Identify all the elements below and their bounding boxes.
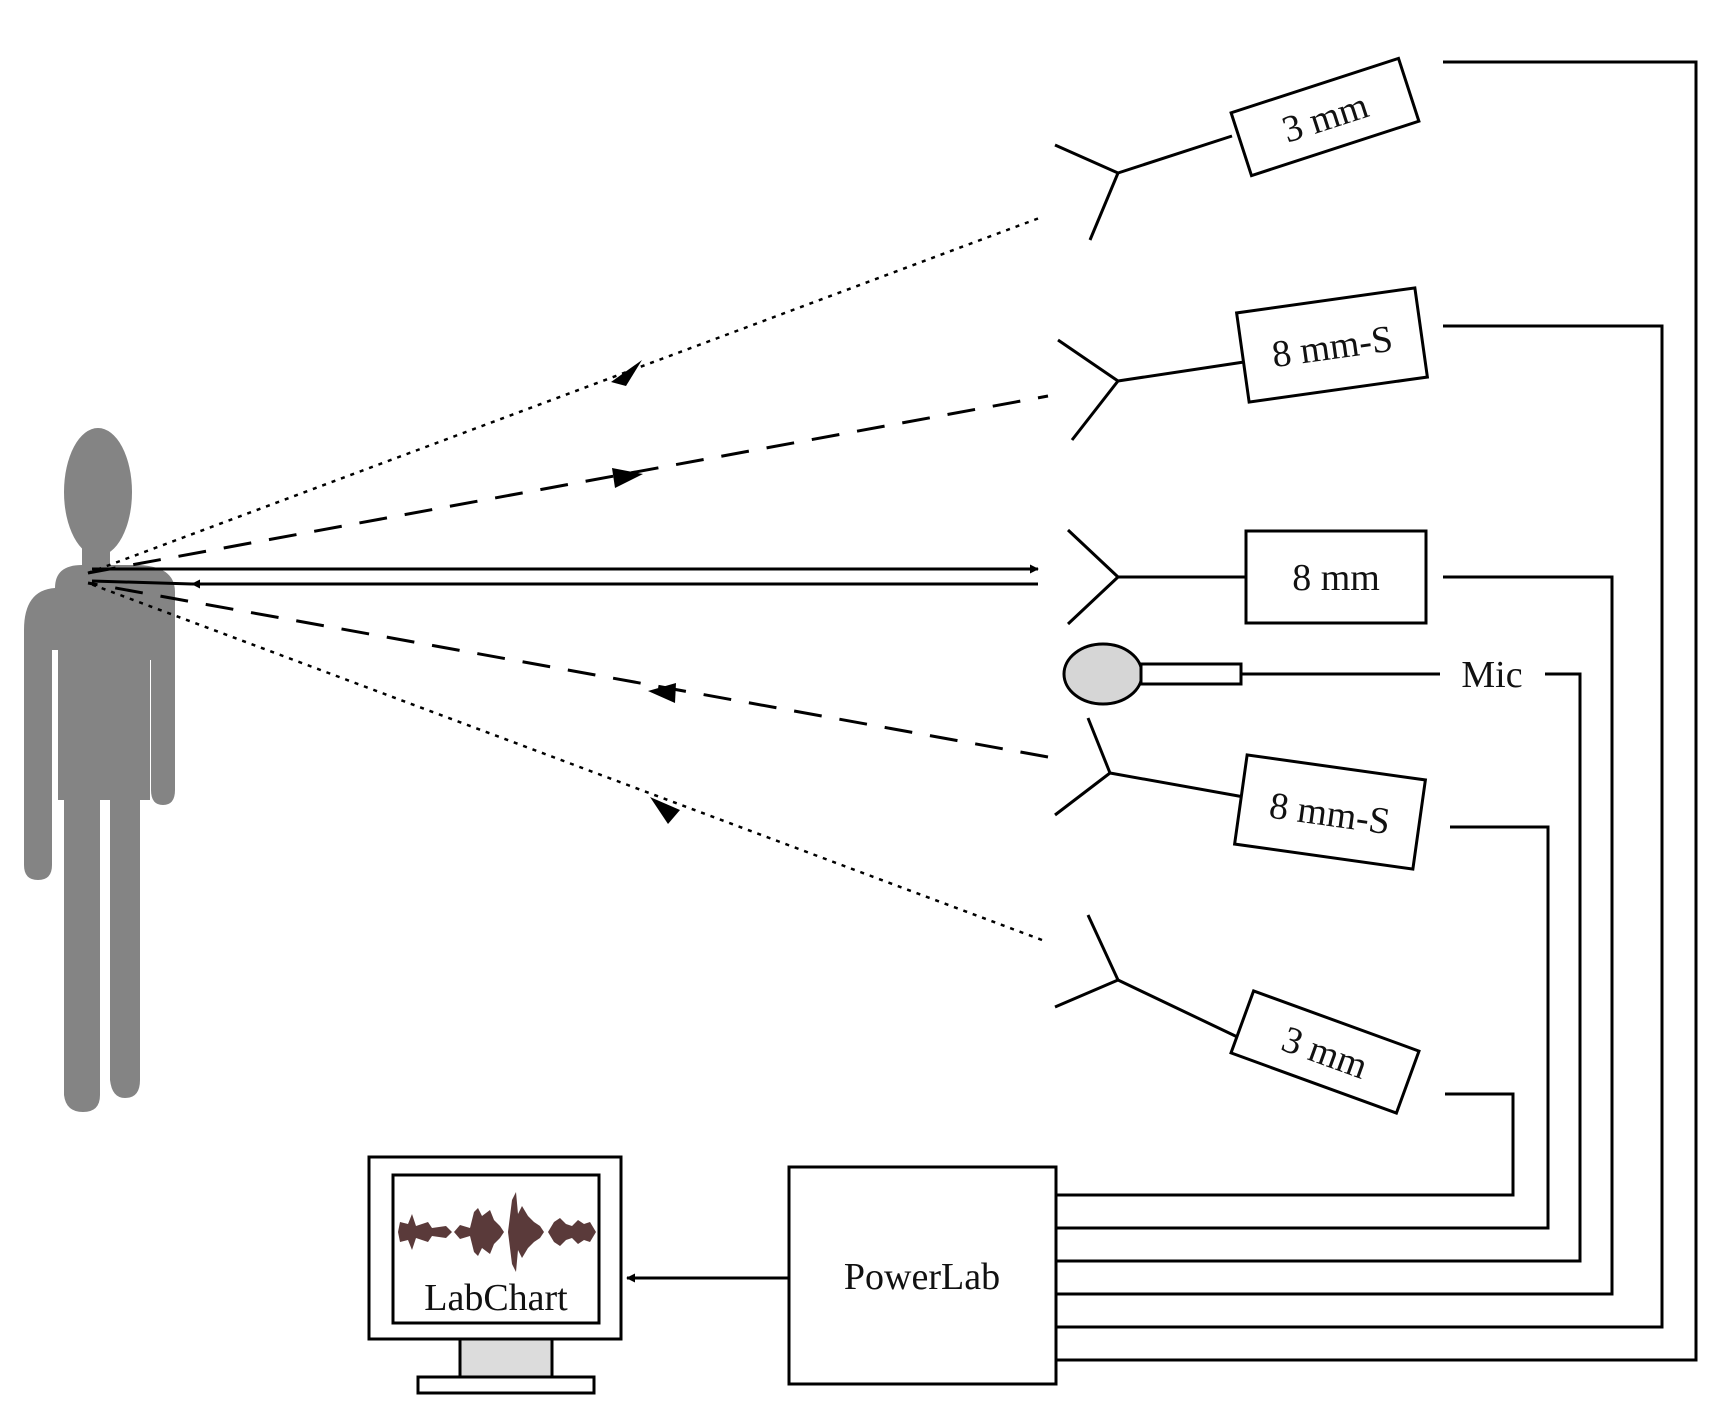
antenna-8mm-s-lower: 8 mm-S [1054, 717, 1428, 871]
antenna-3mm-bottom: 3 mm [1054, 914, 1421, 1116]
cable-bundle [1056, 60, 1698, 1362]
antenna-icon [1057, 338, 1245, 441]
cable-3mm-top [1056, 60, 1698, 1362]
cable-8mm-s-lower [1056, 825, 1550, 1230]
antenna-icon [1054, 914, 1251, 1045]
arrowhead-tx-3mm [611, 360, 642, 386]
antenna-icon [1054, 717, 1245, 817]
antenna-icon [1054, 134, 1233, 241]
arrowhead-tx-8mm-s [612, 468, 643, 488]
antenna-8mm-middle: 8 mm [1066, 528, 1428, 626]
signal-paths [87, 215, 1049, 942]
sensor-label: 8 mm [1292, 557, 1380, 599]
sensor-box-3mm-top: 3 mm [1229, 56, 1421, 178]
powerlab-unit: PowerLab [787, 1165, 1058, 1386]
sensor-box-8mm-s-lower: 8 mm-S [1232, 753, 1428, 871]
cable-3mm-bottom [1056, 1092, 1515, 1197]
antenna-3mm-top: 3 mm [1054, 56, 1421, 241]
antenna-8mm-s-upper: 8 mm-S [1057, 286, 1430, 441]
tx-path-8mm-s [87, 394, 1049, 575]
cable-8mm-s-upper [1056, 324, 1664, 1329]
powerlab-label: PowerLab [844, 1256, 1000, 1298]
microphone-icon: Mic [1062, 642, 1523, 706]
arrowhead-rx-3mm [650, 797, 680, 824]
mic-label: Mic [1461, 654, 1522, 696]
sensor-box-8mm-s-upper: 8 mm-S [1234, 286, 1430, 404]
computer-monitor-icon: LabChart [367, 1155, 623, 1395]
rx-path-3mm [87, 581, 1043, 942]
arrowhead-rx-8mm-s [648, 683, 676, 703]
software-label: LabChart [424, 1277, 568, 1319]
person-silhouette-icon [24, 428, 175, 1112]
antenna-icon [1066, 528, 1246, 626]
sensor-box-3mm-bottom: 3 mm [1229, 988, 1421, 1116]
sensor-box-8mm-middle: 8 mm [1244, 529, 1428, 625]
tx-path-3mm [87, 215, 1043, 575]
waveform-icon [398, 1192, 596, 1272]
cable-8mm-middle [1056, 575, 1614, 1296]
cable-mic [1056, 672, 1582, 1263]
rx-path-8mm-s [87, 581, 1049, 759]
